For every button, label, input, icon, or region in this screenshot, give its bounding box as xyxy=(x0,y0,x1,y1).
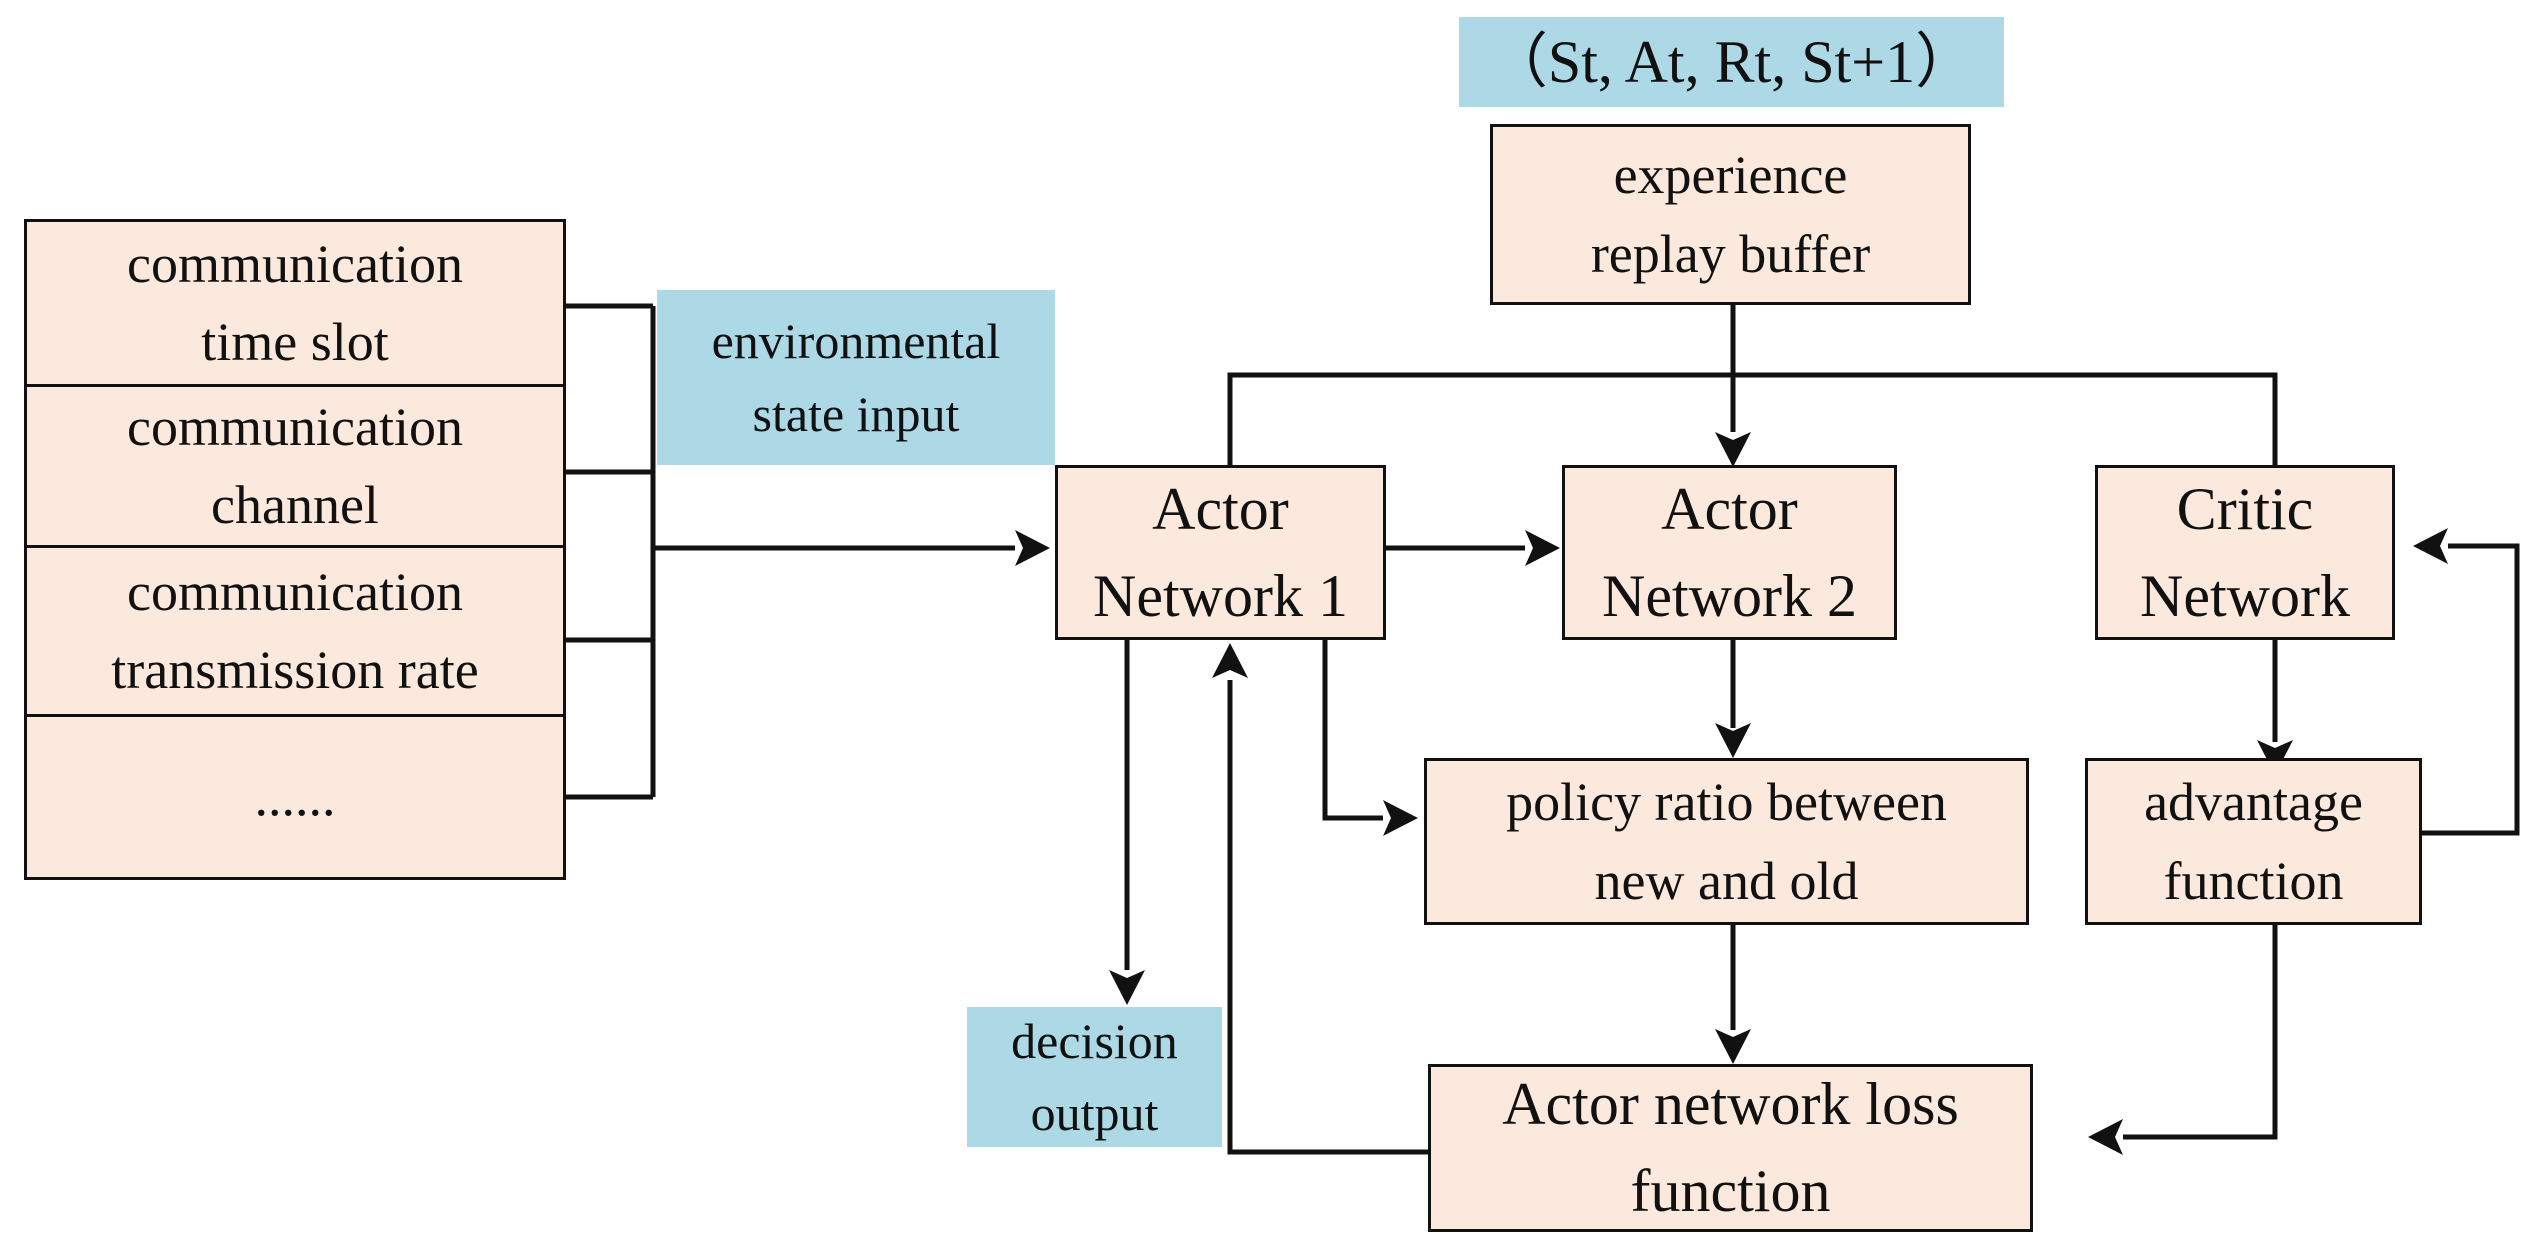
arrowhead-actor1 xyxy=(1015,530,1050,566)
state-item-time-slot: communication time slot xyxy=(127,233,463,372)
arrowhead-loss-top xyxy=(1715,1029,1751,1064)
env-state-input-label: environmental state input xyxy=(657,290,1055,465)
arrowhead-critic xyxy=(2413,528,2448,564)
actor1-to-ratio-line xyxy=(1322,640,1383,821)
advantage-to-critic-line xyxy=(2422,543,2520,836)
experience-replay-buffer-box: experience replay buffer xyxy=(1490,124,1971,305)
arrowhead-actor2 xyxy=(1525,530,1560,566)
loss-to-actor1-line xyxy=(1227,680,1428,1155)
state-item-ellipsis: ...... xyxy=(254,766,336,827)
state-item-channel: communication channel xyxy=(127,396,463,535)
actor-network-2-box: Actor Network 2 xyxy=(1562,465,1897,640)
arrowhead-ratio-top xyxy=(1715,723,1751,758)
advantage-to-loss-line xyxy=(2123,925,2278,1140)
arrowhead-decision xyxy=(1109,970,1145,1005)
actor1-critic-top-line xyxy=(1227,372,2278,465)
arrowhead-ratio-left xyxy=(1383,800,1418,836)
arrowhead-actor1-bottom xyxy=(1212,643,1248,678)
arrowhead-loss-right xyxy=(2088,1119,2123,1155)
arrowhead-buffer-actor2 xyxy=(1715,432,1751,467)
actor-network-loss-box: Actor network loss function xyxy=(1428,1064,2033,1232)
table-divider xyxy=(24,545,566,548)
transition-tuple-label: （St, At, Rt, St+1） xyxy=(1459,17,2004,107)
state-input-table xyxy=(24,219,566,880)
state-item-transmission-rate: communication transmission rate xyxy=(111,561,479,700)
critic-network-box: Critic Network xyxy=(2095,465,2395,640)
decision-output-label: decision output xyxy=(967,1007,1222,1147)
table-divider xyxy=(24,384,566,387)
advantage-function-box: advantage function xyxy=(2085,758,2422,925)
table-divider xyxy=(24,714,566,717)
policy-ratio-box: policy ratio between new and old xyxy=(1424,758,2029,925)
actor-network-1-box: Actor Network 1 xyxy=(1055,465,1386,640)
arrowhead-advantage xyxy=(2257,740,2293,775)
